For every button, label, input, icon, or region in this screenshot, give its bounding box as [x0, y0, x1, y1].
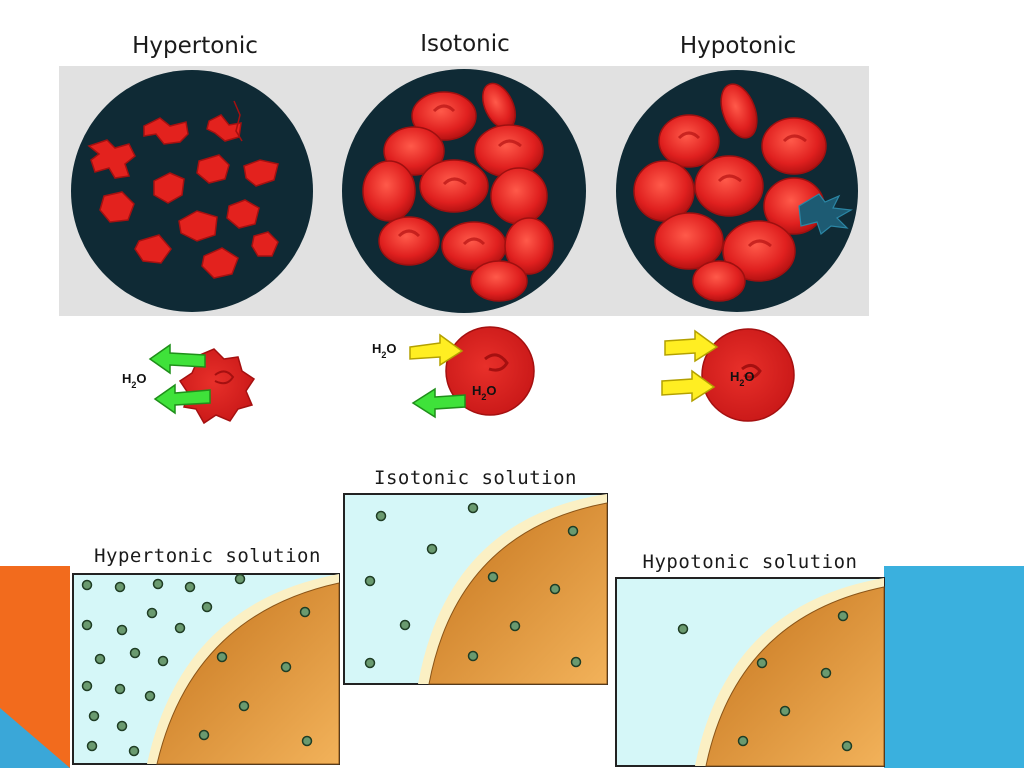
- slide-decoration-left-blue-corner: [0, 708, 70, 768]
- solute-particles-isotonic: [364, 502, 582, 669]
- title-isotonic: Isotonic: [420, 31, 510, 57]
- h2o-label-hypertonic: H2O: [122, 371, 147, 390]
- hypotonic-solution-diagram: [615, 577, 885, 767]
- isotonic-arrow-out: [411, 387, 466, 419]
- crenated-cell: [178, 348, 256, 425]
- microscope-dishes: [71, 69, 858, 313]
- water-movement-diagrams: H2O H2O H2O H2O: [122, 326, 795, 425]
- hypertonic-arrow-out-lower: [153, 383, 211, 415]
- hypertonic-arrow-out-upper: [148, 343, 206, 375]
- dish-hypertonic: [71, 70, 313, 312]
- isotonic-solution-title: Isotonic solution: [374, 467, 577, 489]
- hypotonic-arrow-in-lower: [661, 369, 716, 403]
- slide-decoration-right: [884, 566, 1024, 768]
- dish-isotonic: [342, 69, 586, 313]
- hypotonic-solution-title: Hypotonic solution: [642, 551, 858, 573]
- h2o-label-isotonic-inside: H2O: [472, 383, 497, 402]
- solute-particles-hypertonic: [81, 573, 313, 757]
- isotonic-cell: [445, 326, 535, 416]
- isotonic-arrow-in: [409, 333, 464, 367]
- hypotonic-cell: [701, 328, 795, 422]
- solute-particles-hypotonic: [677, 610, 853, 752]
- dish-hypotonic: [616, 70, 858, 312]
- h2o-label-hypotonic: H2O: [730, 369, 755, 388]
- hypotonic-arrow-in-upper: [664, 329, 719, 363]
- hypertonic-solution-title: Hypertonic solution: [94, 545, 321, 567]
- title-hypertonic: Hypertonic: [132, 33, 258, 59]
- slide-decoration-left: [0, 566, 70, 768]
- title-hypotonic: Hypotonic: [679, 33, 797, 59]
- h2o-label-isotonic-outside: H2O: [372, 341, 397, 360]
- isotonic-solution-diagram: [343, 493, 608, 685]
- hypertonic-solution-diagram: [72, 573, 340, 765]
